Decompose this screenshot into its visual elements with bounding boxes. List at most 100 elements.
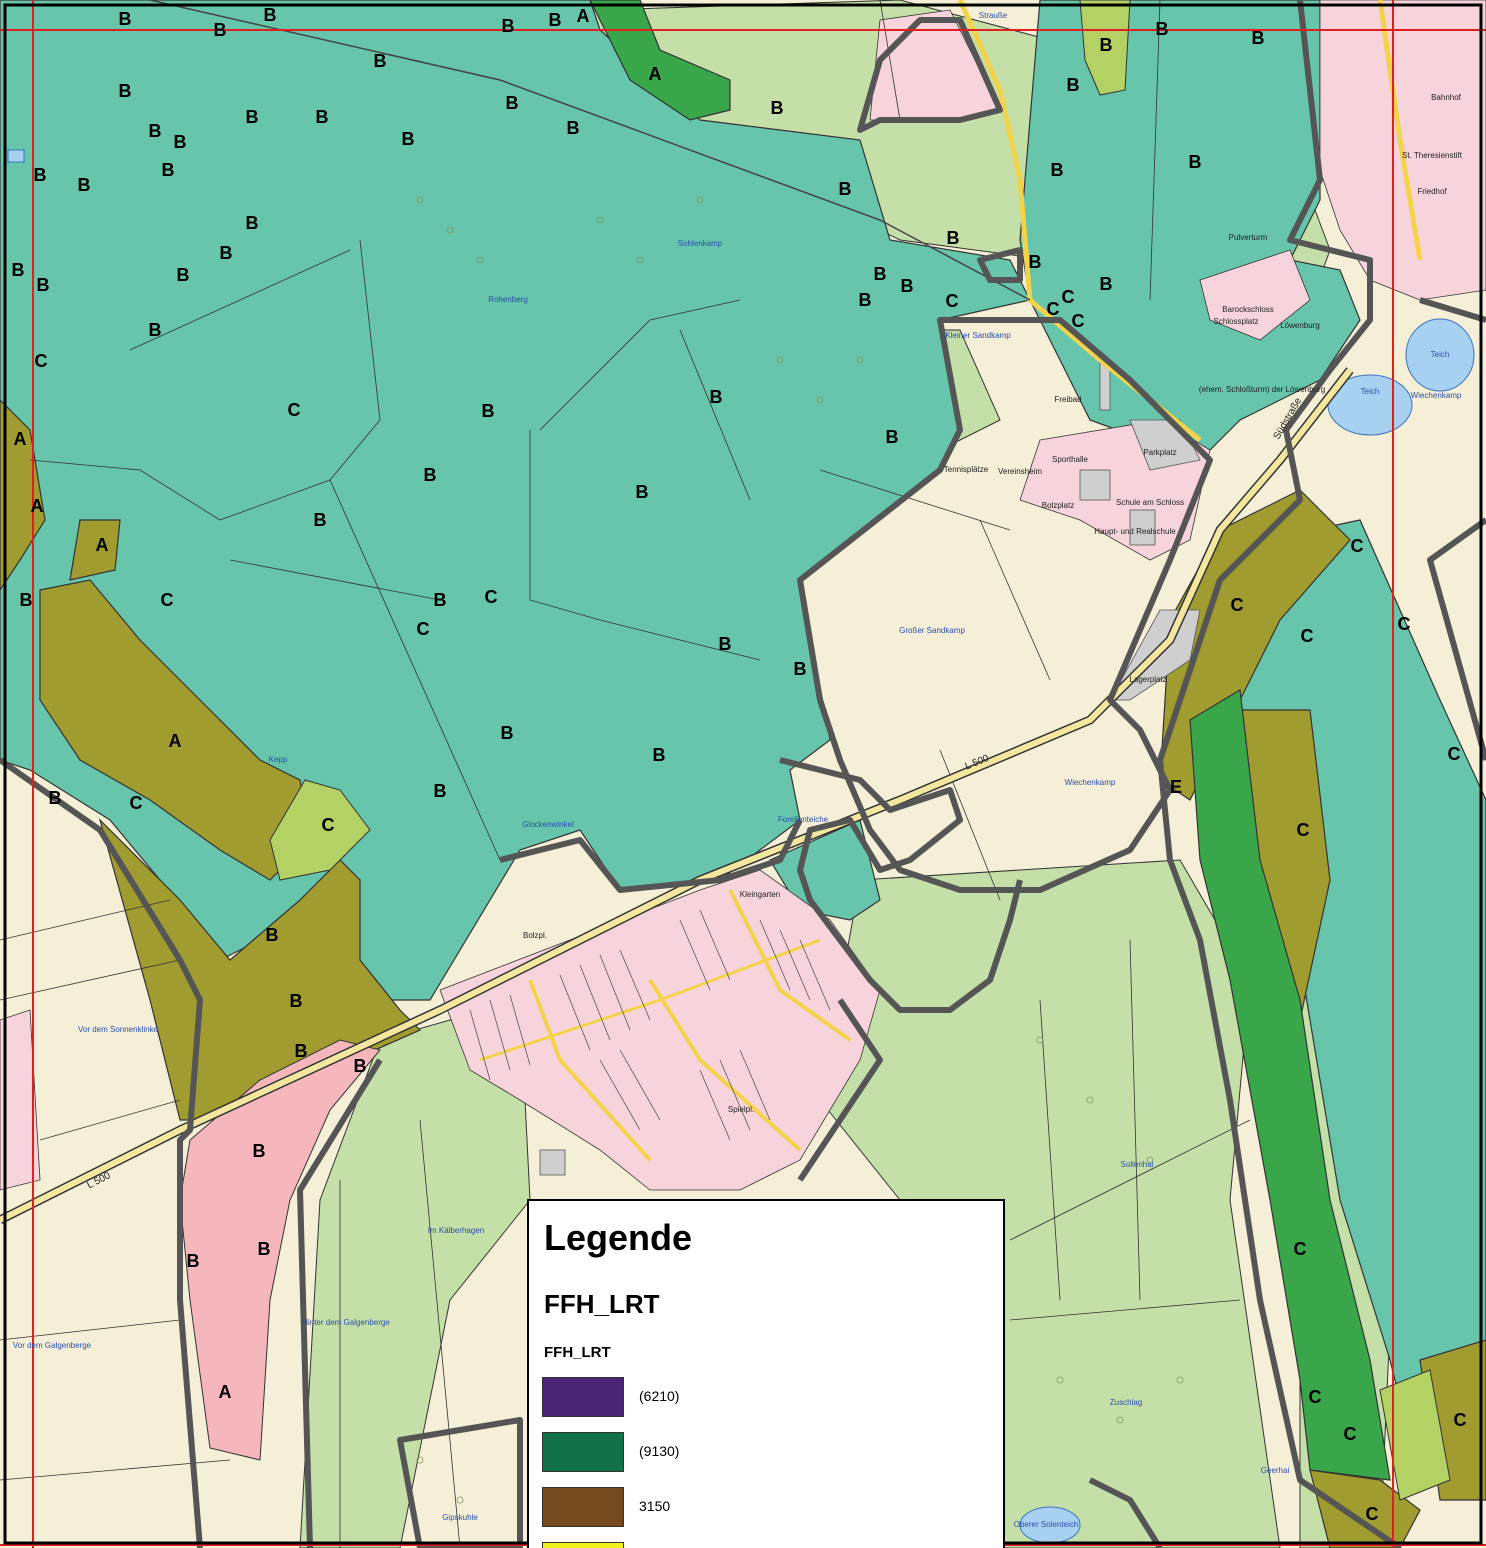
place-label: Tennisplätze bbox=[944, 465, 989, 474]
grade-label-b: B bbox=[549, 10, 562, 30]
grade-label-b: B bbox=[119, 9, 132, 29]
grade-label-c: C bbox=[1297, 820, 1310, 840]
grade-label-c: C bbox=[1301, 626, 1314, 646]
grade-label-b: B bbox=[214, 20, 227, 40]
place-labels: Rohenberg Sohlenkamp Kleiner Sandkamp Fr… bbox=[13, 11, 1463, 1529]
legend-item bbox=[542, 1542, 982, 1548]
railway bbox=[149, 0, 1031, 301]
field-boundaries bbox=[0, 0, 1251, 1548]
darkgreen-area-east bbox=[1189, 689, 1391, 1481]
boundary-line bbox=[219, 239, 381, 521]
pink-area bbox=[179, 1039, 381, 1461]
grade-label-b: B bbox=[636, 482, 649, 502]
grade-label-c: C bbox=[322, 815, 335, 835]
pond-teich-upper bbox=[1405, 318, 1475, 392]
place-label: (ehem. Schloßturm) der Löwenburg bbox=[1199, 385, 1325, 394]
legend-swatch bbox=[542, 1542, 624, 1548]
grade-label-b: B bbox=[316, 107, 329, 127]
grade-label-b: B bbox=[1029, 252, 1042, 272]
grade-label-c: C bbox=[417, 619, 430, 639]
grade-label-c: C bbox=[946, 291, 959, 311]
place-label: Barockschloss bbox=[1222, 305, 1274, 314]
place-label: Wiechenkamp bbox=[1065, 778, 1116, 787]
grade-label-c: C bbox=[130, 793, 143, 813]
place-label: Strauße bbox=[979, 11, 1008, 20]
grade-label-b: B bbox=[1252, 28, 1265, 48]
grade-label-b: B bbox=[49, 788, 62, 808]
place-label: Glockenwinkel bbox=[522, 820, 574, 829]
tree-dot bbox=[636, 256, 644, 264]
grade-label-c: C bbox=[1231, 595, 1244, 615]
boundary-line bbox=[229, 559, 441, 601]
place-label: Kleingarten bbox=[740, 890, 780, 899]
place-label: Parkplatz bbox=[1143, 448, 1176, 457]
roads bbox=[0, 0, 1423, 1225]
grade-label-b: B bbox=[354, 1056, 367, 1076]
boundary-line bbox=[539, 299, 741, 431]
boundary-line bbox=[819, 469, 1011, 531]
tree-dot bbox=[776, 356, 784, 364]
grade-label-c: C bbox=[1309, 1387, 1322, 1407]
grade-label-b: B bbox=[1067, 75, 1080, 95]
grade-label-b: B bbox=[901, 276, 914, 296]
building-1 bbox=[1079, 469, 1111, 501]
boundary-line bbox=[419, 1119, 461, 1548]
legend-item: 3150 bbox=[542, 1487, 982, 1529]
grade-label-b: B bbox=[149, 320, 162, 340]
place-label: Rohenberg bbox=[488, 295, 528, 304]
grade-label-b: B bbox=[402, 129, 415, 149]
boundary-south-west bbox=[0, 757, 203, 1548]
grade-label-b: B bbox=[886, 427, 899, 447]
place-label: Pulverturm bbox=[1229, 233, 1268, 242]
grade-label-b: B bbox=[1156, 19, 1169, 39]
settlement-barock bbox=[1199, 249, 1311, 341]
grade-label-b: B bbox=[653, 745, 666, 765]
grade-label-a: A bbox=[14, 429, 27, 449]
grade-label-b: B bbox=[374, 51, 387, 71]
grade-label-b: B bbox=[567, 118, 580, 138]
place-label: Vor dem Sonnenklinke bbox=[78, 1025, 159, 1034]
grade-label-b: B bbox=[246, 107, 259, 127]
tree-dot bbox=[416, 1456, 424, 1464]
place-label: Bahnhof bbox=[1431, 93, 1462, 102]
road-settlement-1 bbox=[528, 979, 652, 1162]
legend-title: Legende bbox=[544, 1217, 693, 1258]
tree-dot bbox=[596, 216, 604, 224]
grade-label-a: A bbox=[219, 1382, 232, 1402]
lightgreen-area-c bbox=[269, 779, 371, 881]
place-label: Geerhai bbox=[1261, 1466, 1290, 1475]
place-label: Sporthalle bbox=[1052, 455, 1089, 464]
boundary-line bbox=[1009, 1119, 1251, 1241]
boundary-east-right bbox=[1419, 297, 1486, 761]
building-3 bbox=[539, 1149, 566, 1176]
grade-label-b: B bbox=[34, 165, 47, 185]
place-label: Bolzpl. bbox=[523, 931, 547, 940]
grade-label-c: C bbox=[1062, 287, 1075, 307]
tree-dot bbox=[1176, 1376, 1184, 1384]
building-2 bbox=[1129, 509, 1156, 546]
grade-label-b: B bbox=[174, 132, 187, 152]
boundary-east bbox=[1157, 0, 1402, 1548]
tree-dot bbox=[1086, 1096, 1094, 1104]
legend-swatch bbox=[542, 1487, 624, 1527]
legend-panel: Legende FFH_LRT FFH_LRT (6210) (9130) 31… bbox=[527, 1199, 1005, 1548]
house-parcels bbox=[469, 909, 831, 1141]
grade-label-c: C bbox=[288, 400, 301, 420]
boundary-line bbox=[0, 899, 171, 941]
legend-swatch bbox=[542, 1377, 624, 1417]
boundary-line bbox=[679, 329, 751, 501]
pond-small bbox=[7, 149, 25, 163]
boundary-small-box bbox=[977, 247, 1023, 283]
place-label: Großer Sandkamp bbox=[899, 626, 965, 635]
road-l500-fill bbox=[0, 368, 1353, 1223]
road-north bbox=[957, 0, 1202, 442]
tree-dot bbox=[816, 396, 824, 404]
place-label: Zuschlag bbox=[1110, 1398, 1142, 1407]
boundary-line bbox=[1039, 999, 1061, 1301]
boundary-line bbox=[529, 430, 761, 661]
place-label: Hinter dem Galgenberge bbox=[302, 1318, 390, 1327]
grade-label-a: A bbox=[649, 64, 662, 84]
water-bodies bbox=[7, 149, 1475, 1544]
